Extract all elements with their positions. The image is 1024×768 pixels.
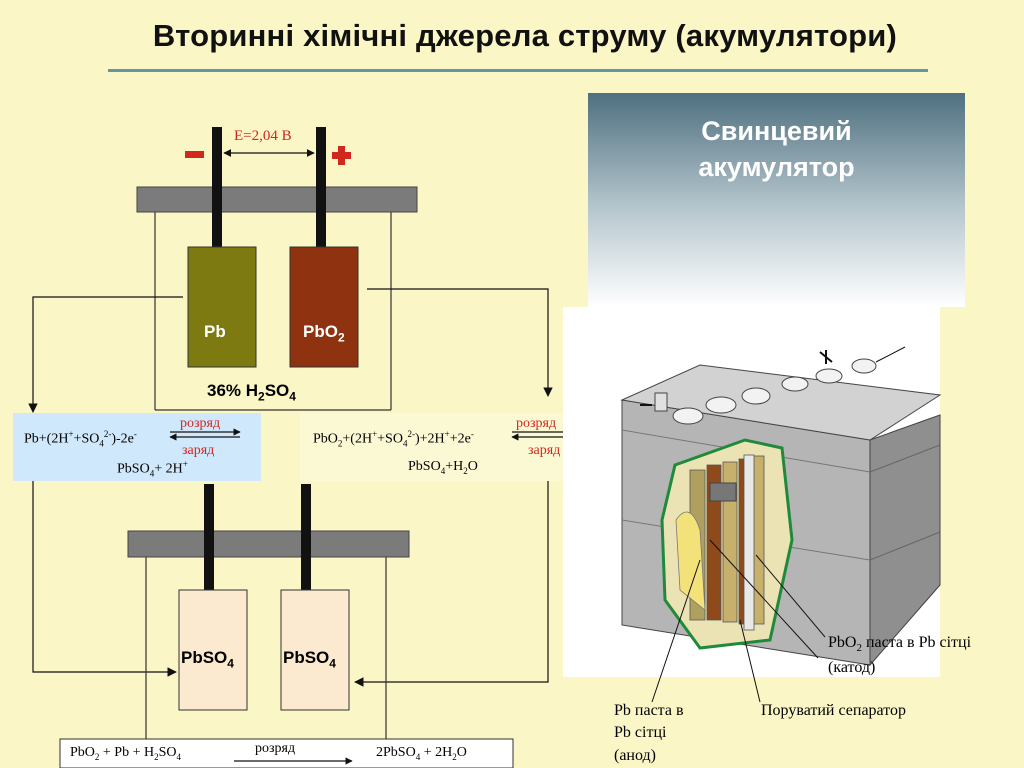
overall-lhs: PbO2 + Pb + H2SO4 — [70, 745, 181, 762]
title-underline — [108, 69, 928, 72]
left-reaction-line2: PbSO4+ 2H+ — [117, 459, 188, 479]
left-reaction-line1: Pb+(2H++SO42-)-2e- — [24, 429, 137, 449]
electrolyte-label: 36% H2SO4 — [207, 381, 296, 404]
right-reaction-line1: PbO2+(2H++SO42-)+2H++2e- — [313, 429, 474, 449]
right-flow-arrow — [367, 288, 553, 397]
pbo2-plate — [289, 246, 359, 368]
bottom-cell-lid — [127, 530, 410, 558]
top-cell — [136, 127, 418, 411]
right-charge-label: заряд — [528, 443, 561, 458]
battery-panel-header — [588, 93, 965, 307]
right-reaction-line2: PbSO4+H2O — [408, 459, 478, 476]
right-bottom-flow-arrow — [354, 481, 549, 687]
top-cell-lid — [136, 186, 418, 213]
overall-rhs: 2PbSO4 + 2H2O — [376, 745, 467, 762]
left-bottom-flow-arrow — [32, 481, 177, 677]
right-discharge-label: розряд — [516, 416, 557, 431]
bottom-anode-rod — [204, 484, 214, 592]
left-reaction-box — [13, 413, 261, 481]
overall-equation-box — [59, 738, 514, 768]
right-reaction-box — [300, 413, 596, 481]
pbo2-label: PbO2 — [303, 322, 345, 345]
bottom-cell — [127, 484, 410, 740]
battery-panel-title: Свинцевий акумулятор — [698, 116, 855, 183]
pbso4-left-label: PbSO4 — [181, 648, 234, 671]
bottom-cathode-rod — [301, 484, 311, 592]
pbso4-right-plate — [280, 589, 350, 711]
overall-arrow-label: розряд — [255, 741, 296, 756]
left-flow-arrow — [28, 296, 183, 413]
left-discharge-label: розряд — [180, 416, 221, 431]
callout-separator: Поруватий сепаратор — [761, 702, 907, 719]
pb-label: Pb — [204, 322, 226, 341]
emf-label: E=2,04 B — [234, 128, 292, 144]
left-charge-label: заряд — [182, 443, 215, 458]
battery-illustration — [620, 346, 942, 703]
minus-sign — [185, 151, 204, 158]
pbso4-left-plate — [178, 589, 248, 711]
callout-cathode: PbO2 паста в Pb сітці (катод) — [828, 634, 972, 676]
top-cathode-rod — [316, 127, 326, 249]
pb-plate — [187, 246, 257, 368]
page-title: Вторинні хімічні джерела струму (акумуля… — [152, 18, 898, 53]
callout-anode: Pb паста в Pb сітці (анод) — [614, 702, 684, 764]
top-anode-rod — [212, 127, 222, 249]
pbso4-right-label: PbSO4 — [283, 648, 336, 671]
